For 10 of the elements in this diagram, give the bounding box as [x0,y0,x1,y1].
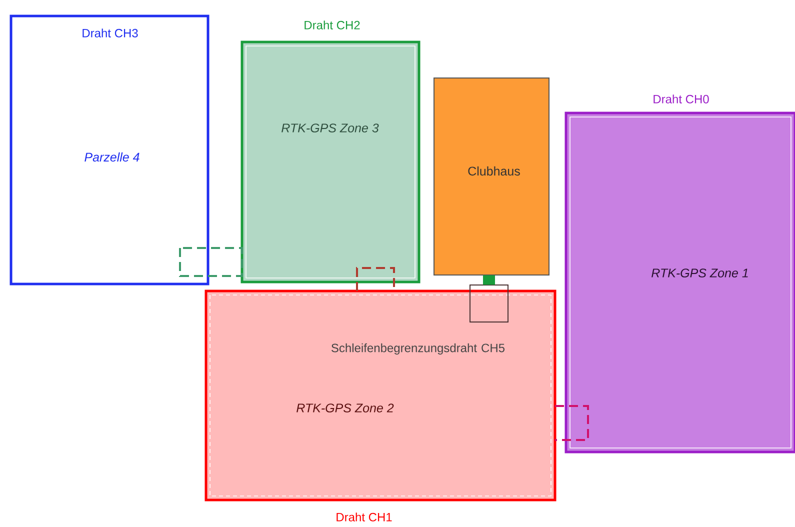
station-box [470,284,508,322]
zone-box: Draht CH0 RTK-GPS Zone 1 [564,94,795,454]
node-label: Draht CH2 [304,20,360,30]
wire-label: Schleifenbegrenzungsdraht CH5 [332,343,504,355]
node-label: Draht CH0 [654,94,709,104]
zone-box: Draht CH2 RTK-GPS Zone 3 [240,20,420,284]
cable-line [483,275,495,285]
node-label: Draht CH1 [336,512,392,522]
zone-box: Draht CH3 Parzelle 4 [10,14,210,286]
building-box: Clubhaus [434,78,550,276]
